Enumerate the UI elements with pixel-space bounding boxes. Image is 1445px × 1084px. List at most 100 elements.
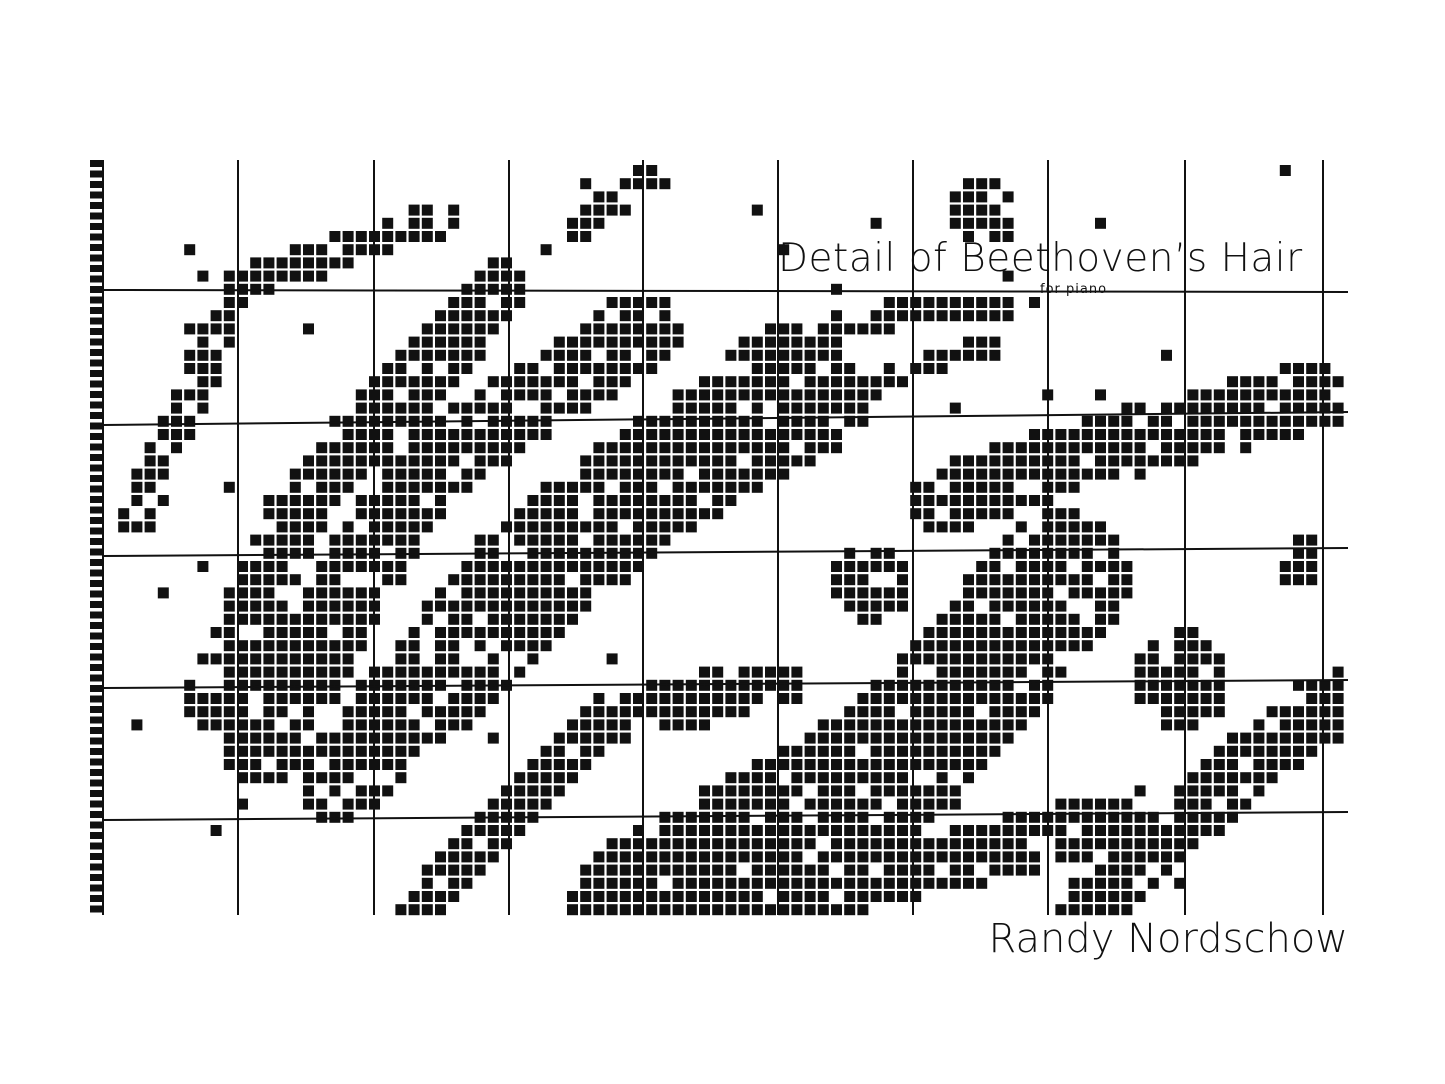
pixel-cell <box>619 323 631 335</box>
pixel-cell <box>831 785 842 797</box>
pixel-cell <box>1055 666 1067 678</box>
pixel-cell <box>817 759 829 770</box>
pixel-cell <box>355 455 367 467</box>
pixel-cell <box>276 270 288 282</box>
pixel-cell <box>751 455 763 467</box>
pixel-cell <box>844 587 856 599</box>
pixel-cell <box>1081 811 1093 823</box>
pixel-cell <box>1002 468 1014 480</box>
pixel-cell <box>593 561 605 572</box>
pixel-cell <box>976 508 988 520</box>
pixel-cell <box>435 468 446 480</box>
pixel-cell <box>487 600 499 612</box>
pixel-cell <box>487 323 499 335</box>
pixel-cell <box>844 376 856 388</box>
pixel-cell <box>751 415 763 427</box>
pixel-cell <box>157 429 169 440</box>
pixel-cell <box>1002 547 1014 559</box>
pixel-cell <box>487 693 499 704</box>
pixel-cell <box>593 204 605 216</box>
pixel-cell <box>765 864 776 876</box>
pixel-cell <box>474 574 486 586</box>
pixel-cell <box>949 798 961 810</box>
pixel-cell <box>382 719 394 731</box>
pixel-cell <box>1147 825 1159 836</box>
pixel-cell <box>1213 402 1225 414</box>
pixel-cell <box>197 376 209 388</box>
pixel-cell <box>1253 429 1265 440</box>
pixel-cell <box>659 455 671 467</box>
pixel-cell <box>1081 429 1093 440</box>
pixel-cell <box>936 732 948 744</box>
pixel-cell <box>118 508 130 520</box>
ruler-tick <box>90 790 103 797</box>
pixel-cell <box>474 640 486 652</box>
pixel-cell <box>210 376 222 388</box>
ruler-tick <box>90 800 103 808</box>
pixel-cell <box>1147 415 1159 427</box>
pixel-cell <box>619 455 631 467</box>
pixel-cell <box>699 719 710 731</box>
pixel-cell <box>1055 534 1067 546</box>
pixel-cell <box>1055 468 1067 480</box>
pixel-cell <box>778 745 790 757</box>
pixel-cell <box>778 785 790 797</box>
pixel-cell <box>1015 587 1027 599</box>
pixel-cell <box>487 574 499 586</box>
pixel-cell <box>765 798 776 810</box>
pixel-cell <box>606 732 618 744</box>
pixel-cell <box>580 349 592 361</box>
pixel-cell <box>712 679 724 691</box>
pixel-cell <box>1015 627 1027 638</box>
pixel-cell <box>910 825 922 836</box>
pixel-cell <box>685 864 697 876</box>
pixel-cell <box>1213 745 1225 757</box>
pixel-cell <box>250 587 262 599</box>
pixel-cell <box>501 838 512 850</box>
pixel-cell <box>157 468 169 480</box>
ruler-tick <box>90 622 103 629</box>
ruler-tick <box>90 506 103 514</box>
pixel-cell <box>672 468 684 480</box>
pixel-cell <box>923 627 935 638</box>
pixel-cell <box>923 864 935 876</box>
pixel-cell <box>936 653 948 665</box>
pixel-cell <box>144 481 156 493</box>
pixel-cell <box>197 349 209 361</box>
pixel-cell <box>553 521 565 533</box>
pixel-cell <box>487 587 499 599</box>
pixel-cell <box>1187 706 1199 718</box>
pixel-cell <box>989 349 1001 361</box>
pixel-cell <box>817 825 829 836</box>
pixel-cell <box>989 561 1001 572</box>
pixel-cell <box>342 613 354 625</box>
pixel-cell <box>699 877 710 889</box>
pixel-cell <box>659 825 671 836</box>
pixel-cell <box>857 904 869 916</box>
pixel-cell <box>171 415 182 427</box>
pixel-cell <box>1293 402 1304 414</box>
pixel-cell <box>408 521 420 533</box>
pixel-cell <box>1002 574 1014 586</box>
pixel-cell <box>910 363 922 374</box>
pixel-cell <box>342 257 354 269</box>
pixel-cell <box>593 310 605 322</box>
pixel-cell <box>263 495 275 506</box>
pixel-cell <box>949 877 961 889</box>
pixel-cell <box>936 613 948 625</box>
pixel-cell <box>725 389 737 401</box>
pixel-cell <box>395 693 407 704</box>
pixel-cell <box>712 442 724 454</box>
pixel-cell <box>712 468 724 480</box>
pixel-cell <box>883 297 895 308</box>
pixel-cell <box>527 759 539 770</box>
pixel-cell <box>923 508 935 520</box>
pixel-cell <box>870 838 882 850</box>
pixel-cell <box>685 851 697 863</box>
pixel-cell <box>1055 613 1067 625</box>
pixel-cell <box>421 732 433 744</box>
pixel-cell <box>580 877 592 889</box>
pixel-cell <box>897 297 908 308</box>
pixel-cell <box>791 336 803 348</box>
pixel-cell <box>580 574 592 586</box>
